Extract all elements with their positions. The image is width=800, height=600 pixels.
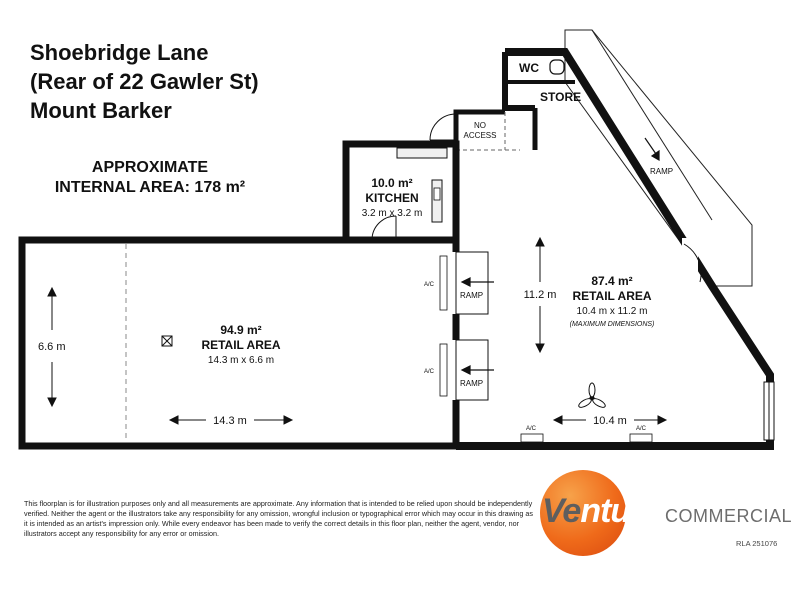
disclaimer-text: This floorplan is for illustration purpo… — [24, 499, 533, 538]
rla-number: RLA 251076 — [736, 539, 778, 548]
no-access-label-2: ACCESS — [464, 131, 497, 140]
property-title: Shoebridge Lane (Rear of 22 Gawler St) M… — [30, 38, 259, 125]
kitchen-sink — [433, 187, 441, 201]
ac-lower-label: A/C — [424, 369, 435, 375]
ceiling-fan-icon — [578, 382, 606, 408]
right-width-label: 10.4 m — [593, 415, 627, 427]
logo-commercial: COMMERCIAL — [665, 506, 793, 526]
wc-store-walls — [502, 52, 535, 111]
title-line-suburb: Mount Barker — [30, 98, 172, 123]
angled-door-swing — [683, 243, 702, 283]
right-width-dimension — [552, 415, 668, 425]
logo-wordmark: Venture — [542, 492, 661, 531]
left-retail-name: RETAIL AREA — [201, 338, 280, 352]
right-height-label: 11.2 m — [524, 289, 557, 301]
logo-orange-sphere — [540, 470, 626, 556]
ramp-lower-arrow — [460, 365, 494, 375]
kitchen-name: KITCHEN — [365, 191, 418, 205]
ac-bottom-left-label: A/C — [526, 426, 537, 432]
area-label-line2: INTERNAL AREA: 178 m² — [30, 178, 270, 198]
ramp-upper-label: RAMP — [460, 291, 483, 300]
ac-bottom-left-unit — [520, 433, 544, 443]
exterior-ramp-arrow — [644, 137, 660, 162]
left-width-dimension — [168, 415, 294, 425]
no-access-walls — [453, 109, 505, 142]
approximate-area-heading: APPROXIMATE INTERNAL AREA: 178 m² — [30, 158, 270, 198]
store-label: STORE — [540, 90, 581, 104]
kitchen-area: 10.0 m² — [371, 176, 412, 190]
exterior-ramp-label: RAMP — [650, 167, 673, 176]
no-access-door-swing — [429, 113, 457, 141]
wc-label: WC — [519, 61, 539, 75]
logo-wordmark-part1: Ve — [542, 492, 581, 530]
area-value: 178 m² — [194, 179, 246, 196]
ramp-upper-box — [455, 251, 489, 315]
area-label-text: INTERNAL AREA: — [54, 179, 190, 196]
kitchen-door-swing — [371, 215, 397, 241]
ac-bottom-right-unit — [629, 433, 653, 443]
right-height-dimension — [535, 236, 545, 354]
right-retail-name: RETAIL AREA — [572, 289, 651, 303]
kitchen-bench-top — [396, 147, 448, 159]
venture-commercial-logo: Venture COMMERCIAL — [530, 462, 793, 556]
kitchen-dims: 3.2 m x 3.2 m — [362, 208, 423, 219]
right-retail-note: (MAXIMUM DIMENSIONS) — [570, 321, 655, 328]
left-height-dimension — [47, 286, 57, 408]
wc-toilet — [549, 59, 565, 75]
right-retail-area: 87.4 m² — [591, 274, 632, 288]
ac-bottom-right-label: A/C — [636, 426, 647, 432]
no-access-label-1: NO — [474, 121, 486, 130]
area-label: APPROXIMATE — [91, 159, 209, 176]
angled-door-gap — [682, 238, 698, 284]
light-fitting-icon — [161, 335, 173, 347]
ramp-lower-label: RAMP — [460, 379, 483, 388]
left-width-label: 14.3 m — [213, 415, 247, 427]
left-height-label: 6.6 m — [38, 341, 66, 353]
title-line-rear: (Rear of 22 Gawler St) — [30, 69, 259, 94]
logo-wordmark-part2: nture — [580, 492, 661, 530]
ramp-upper-arrow — [460, 277, 494, 287]
ac-upper-label: A/C — [424, 282, 435, 288]
ac-upper-unit — [439, 255, 448, 311]
kitchen-sink-bench — [431, 179, 443, 223]
exterior-ramp-inner — [591, 29, 713, 221]
right-retail-wall — [456, 48, 774, 450]
left-retail-dims: 14.3 m x 6.6 m — [208, 355, 274, 366]
ac-lower-unit — [439, 343, 448, 397]
right-retail-dims: 10.4 m x 11.2 m — [577, 306, 648, 317]
title-line-street: Shoebridge Lane — [30, 40, 209, 65]
left-retail-area: 94.9 m² — [220, 323, 261, 337]
